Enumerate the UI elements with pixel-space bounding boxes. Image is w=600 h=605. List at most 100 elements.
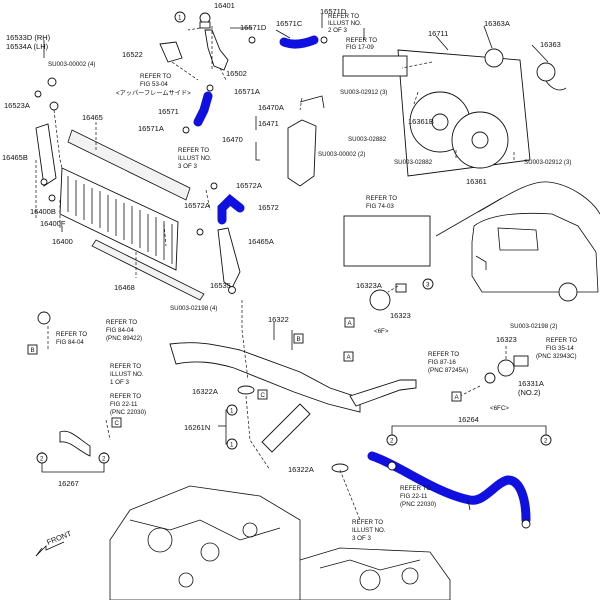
clamp-16572a-a[interactable] [210, 182, 218, 190]
label-16465[interactable]: 16465 [82, 113, 103, 122]
reservoir-tank-16470[interactable] [287, 95, 325, 187]
callout-2-left-b[interactable]: 2 [98, 452, 110, 464]
callout-b-2[interactable]: B [27, 344, 38, 355]
label-16468[interactable]: 16468 [114, 283, 135, 292]
label-16400b[interactable]: 16400B [30, 207, 56, 216]
label-16465a[interactable]: 16465A [248, 237, 274, 246]
clamp-16572a-b[interactable] [196, 228, 204, 236]
label-16465b[interactable]: 16465B [2, 153, 28, 162]
hose-clip-16264-top[interactable] [387, 461, 397, 471]
label-16571[interactable]: 16571 [158, 107, 179, 116]
label-16261n[interactable]: 16261N [184, 423, 210, 432]
label-16523a[interactable]: 16523A [4, 101, 30, 110]
ref-illust-3-of-3-top[interactable]: REFER TO ILLUST NO. 3 OF 3 [178, 147, 212, 170]
label-16401[interactable]: 16401 [214, 1, 235, 10]
cap-16401[interactable] [199, 12, 211, 29]
label-16264[interactable]: 16264 [458, 415, 479, 424]
callout-2-left-a[interactable]: 2 [36, 452, 48, 464]
label-16571a-b[interactable]: 16571A [138, 124, 164, 133]
thermostat-16323[interactable] [369, 283, 407, 311]
callout-3-top[interactable]: 3 [422, 278, 434, 290]
fan-motor-16363[interactable] [536, 62, 567, 91]
bolt-code-4[interactable]: SU003-00002 (2) [318, 151, 365, 158]
clamp-16571a-a[interactable] [206, 84, 214, 92]
gasket-16322a-a[interactable] [237, 385, 255, 395]
callout-1-mid-a[interactable]: 1 [226, 404, 238, 416]
gasket-16322a-b[interactable] [331, 463, 349, 473]
ref-fig-84-04-a[interactable]: REFER TO FIG 84-04 (PNC 89422) [106, 319, 142, 342]
callout-a-1[interactable]: A [344, 317, 355, 328]
label-16470a[interactable]: 16470A [258, 103, 284, 112]
bolt-code-6[interactable]: SU003-02912 (3) [524, 159, 571, 166]
hose-16261n[interactable] [261, 403, 311, 453]
clamp-16571a-b[interactable] [182, 126, 190, 134]
label-16400f[interactable]: 16400F [40, 219, 66, 228]
radiator-side-bracket-16465b[interactable] [35, 123, 57, 187]
drain-plug-16400b[interactable] [40, 178, 56, 202]
callout-a-3[interactable]: A [451, 391, 462, 402]
bracket-16522[interactable] [159, 41, 183, 63]
clip-16523a[interactable] [49, 101, 59, 111]
callout-c-1[interactable]: C [257, 389, 268, 400]
callout-2-right-b[interactable]: 2 [540, 434, 552, 446]
label-16571d-a[interactable]: 16571D [240, 23, 267, 32]
label-16363[interactable]: 16363 [540, 40, 561, 49]
plug-16535[interactable] [228, 286, 236, 294]
label-16471[interactable]: 16471 [258, 119, 279, 128]
thermostat-16323-b[interactable] [497, 355, 529, 377]
ref-illust-2-of-3[interactable]: REFER TO ILLUST NO. 2 OF 3 [328, 13, 362, 34]
label-16361b[interactable]: 16361B [408, 117, 434, 126]
label-16322a-b[interactable]: 16322A [288, 465, 314, 474]
radiator-bracket-16465a[interactable] [217, 227, 241, 289]
ref-fig-22-11-a[interactable]: REFER TO FIG 22-11 (PNC 22030) [110, 393, 146, 416]
sensor-16267-ref[interactable] [37, 311, 51, 325]
radiator-hose-16571c[interactable] [279, 35, 319, 49]
ref-fig-53-04[interactable]: REFER TO FIG 53-04 <アッパーフレームサイド> [116, 73, 191, 97]
label-16400[interactable]: 16400 [52, 237, 73, 246]
callout-b-1[interactable]: B [293, 333, 304, 344]
label-16522[interactable]: 16522 [122, 50, 143, 59]
callout-c-2[interactable]: C [111, 417, 122, 428]
label-16535[interactable]: 16535 [210, 281, 231, 290]
label-16322[interactable]: 16322 [268, 315, 289, 324]
bolt-code-8[interactable]: SU003-02198 (2) [510, 323, 557, 330]
label-16571c[interactable]: 16571C [276, 19, 303, 28]
label-16361[interactable]: 16361 [466, 177, 487, 186]
ref-fig-17-09[interactable]: REFER TO FIG 17-09 [346, 37, 377, 51]
label-16571a-a[interactable]: 16571A [234, 87, 260, 96]
ref-fig-22-11-b[interactable]: REFER TO FIG 22-11 (PNC 22030) [400, 485, 436, 508]
ref-fig-87-16[interactable]: REFER TO FIG 87-16 (PNC 87245A) [428, 351, 468, 374]
callout-1-top[interactable]: 1 [174, 11, 186, 23]
radiator-filler-neck[interactable] [204, 29, 229, 71]
clamp-16571d-a[interactable] [248, 36, 256, 44]
ref-illust-3-of-3-bottom[interactable]: REFER TO ILLUST NO. 3 OF 3 [352, 519, 386, 542]
bolt-code-3[interactable]: SU003-02882 [348, 136, 387, 143]
callout-a-2[interactable]: A [343, 351, 354, 362]
label-16323a[interactable]: 16323A [356, 281, 382, 290]
label-16331a[interactable]: 16331A [518, 379, 544, 388]
label-16572[interactable]: 16572 [258, 203, 279, 212]
label-16572a-b[interactable]: 16572A [184, 201, 210, 210]
ref-fig-35-14[interactable]: REFER TO FIG 35-14 (PNC 32943C) [536, 337, 577, 360]
radiator-upper-tank[interactable] [67, 129, 191, 201]
water-pipe-16322[interactable] [169, 342, 417, 413]
gasket-16331a[interactable] [484, 372, 496, 384]
bolt-code-7[interactable]: SU003-02198 (4) [170, 305, 217, 312]
callout-1-mid-b[interactable]: 1 [226, 438, 238, 450]
label-16571d-b[interactable]: 16571D [320, 7, 347, 16]
label-16534a[interactable]: 16534A (LH) [6, 42, 49, 51]
label-16572a-a[interactable]: 16572A [236, 181, 262, 190]
hose-16267[interactable] [59, 430, 91, 457]
label-16711[interactable]: 16711 [428, 29, 448, 38]
label-16470[interactable]: 16470 [222, 135, 243, 144]
fan-motor-16363a[interactable] [484, 48, 504, 68]
bolt-code-5[interactable]: SU003-02882 [394, 159, 433, 166]
bolt-code-2[interactable]: SU003-02912 (3) [340, 89, 387, 96]
label-16323-a[interactable]: 16323 [390, 311, 411, 320]
callout-2-right-a[interactable]: 2 [386, 434, 398, 446]
hose-clip-16264-bottom[interactable] [521, 519, 531, 529]
label-16363a[interactable]: 16363A [484, 19, 510, 28]
label-16533d[interactable]: 16533D (RH) [6, 33, 51, 42]
fan-blade-16361[interactable] [451, 111, 509, 169]
radiator-lower-seal-16468[interactable] [91, 239, 205, 301]
